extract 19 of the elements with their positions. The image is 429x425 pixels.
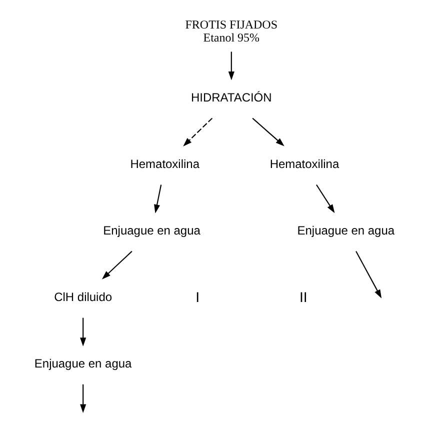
node-text: Hematoxilina <box>130 157 200 172</box>
arrow <box>252 118 284 146</box>
node-text: HIDRATACIÓN <box>191 90 272 105</box>
node-text: FROTIS FIJADOS Etanol 95% <box>185 18 278 45</box>
node-text: Enjuague en agua <box>297 224 395 238</box>
label: I <box>196 290 200 306</box>
node-text: Hematoxilina <box>270 157 340 172</box>
node-text: Enjuague en agua <box>103 224 200 238</box>
arrow <box>228 52 234 80</box>
label: II <box>299 290 308 306</box>
arrow <box>80 318 86 346</box>
arrow <box>102 250 132 280</box>
arrow <box>80 384 86 414</box>
arrow <box>316 184 335 214</box>
arrow <box>154 184 162 214</box>
node-text: ClH diluido <box>54 290 112 304</box>
arrow <box>183 118 213 146</box>
arrow <box>356 251 382 298</box>
node-text: Enjuague en agua <box>34 356 132 371</box>
